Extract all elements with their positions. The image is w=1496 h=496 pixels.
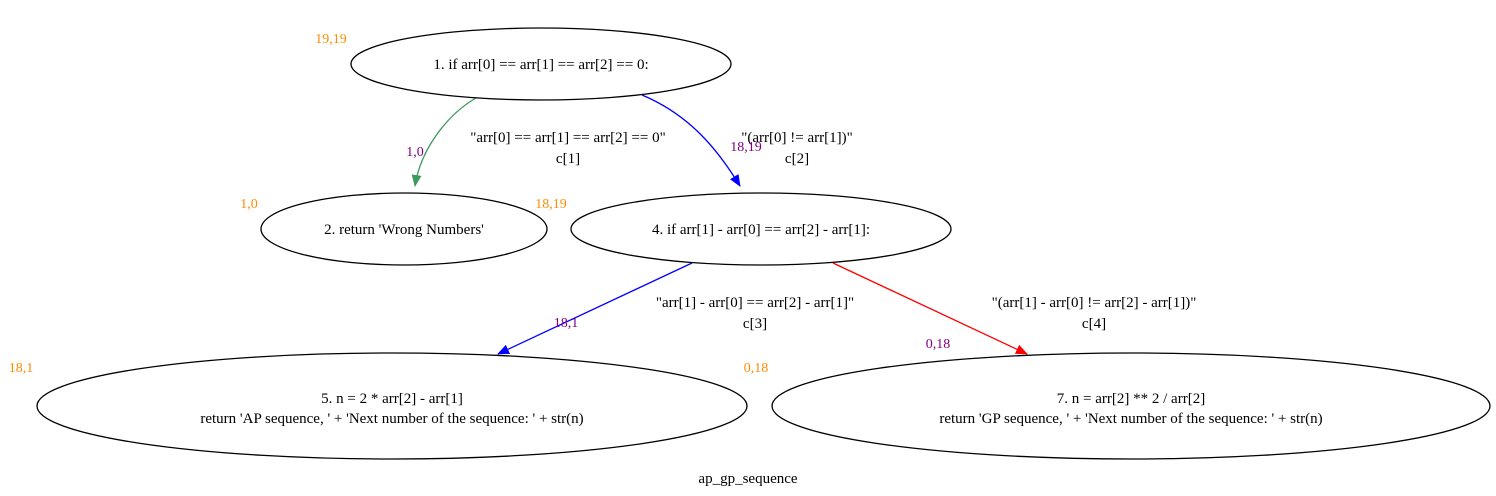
- edge-4-to-7-case: c[4]: [1082, 316, 1106, 332]
- edge-1-to-4-case: c[2]: [785, 151, 809, 167]
- node-7-code-line-2: return 'GP sequence, ' + 'Next number of…: [939, 411, 1322, 427]
- edge-4-to-7-condition: "(arr[1] - arr[0] != arr[2] - arr[1])": [992, 295, 1197, 311]
- edge-1-to-2-condition: "arr[0] == arr[1] == arr[2] == 0": [470, 130, 665, 146]
- node-5-shape: [36, 352, 748, 460]
- graph-title: ap_gp_sequence: [698, 471, 797, 487]
- node-5-counter: 18,1: [9, 361, 34, 376]
- node-1-counter: 19,19: [315, 32, 347, 47]
- edge-4-to-7-line: [832, 262, 1028, 355]
- edge-4-to-5-counter: 18,1: [554, 316, 579, 331]
- node-7-code-line-1: 7. n = arr[2] ** 2 / arr[2]: [1057, 391, 1205, 407]
- node-2-counter: 1,0: [240, 197, 258, 212]
- node-5-code-line-1: 5. n = 2 * arr[2] - arr[1]: [321, 391, 463, 407]
- edge-1-to-2-line: [411, 97, 477, 187]
- node-2-shape: [260, 192, 548, 266]
- edge-1-to-4-line: [641, 94, 741, 187]
- node-1-code: 1. if arr[0] == arr[1] == arr[2] == 0:: [433, 57, 648, 73]
- node-7: 7. n = arr[2] ** 2 / arr[2] return 'GP s…: [744, 352, 1491, 460]
- node-5-code-line-2: return 'AP sequence, ' + 'Next number of…: [200, 411, 583, 427]
- node-4: 4. if arr[1] - arr[0] == arr[2] - arr[1]…: [535, 192, 952, 266]
- node-7-shape: [771, 352, 1491, 460]
- edge-1-to-2-counter: 1,0: [406, 145, 424, 160]
- node-4-counter: 18,19: [535, 197, 567, 212]
- edge-1-to-4-counter: 18,19: [730, 140, 762, 155]
- node-4-code: 4. if arr[1] - arr[0] == arr[2] - arr[1]…: [652, 222, 870, 238]
- node-1: 1. if arr[0] == arr[1] == arr[2] == 0: 1…: [315, 27, 732, 101]
- edge-4-to-7: "(arr[1] - arr[0] != arr[2] - arr[1])" c…: [832, 262, 1197, 355]
- node-1-shape: [350, 27, 732, 101]
- edge-4-to-5-condition: "arr[1] - arr[0] == arr[2] - arr[1]": [656, 295, 854, 311]
- edge-4-to-5: "arr[1] - arr[0] == arr[2] - arr[1]" c[3…: [497, 262, 854, 355]
- edge-4-to-5-case: c[3]: [743, 316, 767, 332]
- edge-1-to-4-condition: "(arr[0] != arr[1])": [741, 130, 852, 146]
- node-7-counter: 0,18: [744, 361, 769, 376]
- node-4-shape: [570, 192, 952, 266]
- edge-1-to-2-case: c[1]: [556, 151, 580, 167]
- edge-4-to-5-line: [497, 262, 693, 355]
- edge-4-to-7-counter: 0,18: [926, 337, 951, 352]
- edge-1-to-4: "(arr[0] != arr[1])" c[2] 18,19: [641, 94, 853, 187]
- node-5: 5. n = 2 * arr[2] - arr[1] return 'AP se…: [9, 352, 748, 460]
- edge-1-to-2: "arr[0] == arr[1] == arr[2] == 0" c[1] 1…: [406, 97, 666, 187]
- node-2: 2. return 'Wrong Numbers' 1,0: [240, 192, 548, 266]
- node-2-code: 2. return 'Wrong Numbers': [324, 222, 484, 238]
